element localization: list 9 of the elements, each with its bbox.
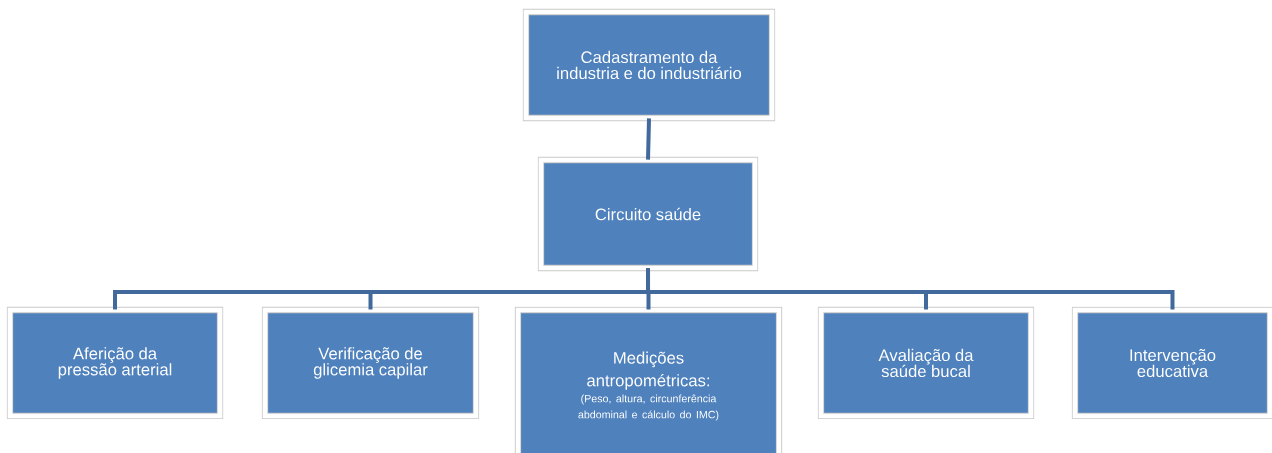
connector-line (646, 268, 1175, 310)
process-box: Aferição da pressão arterial (6, 306, 224, 420)
process-box: Circuito saúde (537, 156, 759, 272)
process-box: Intervenção educativa (1071, 306, 1272, 420)
process-box: Avaliação da saúde bucal (817, 306, 1035, 420)
process-box: Cadastramento da industria e do industriário (522, 8, 776, 122)
connector-line (646, 118, 651, 160)
process-box: Medições antropométricas: (Peso, altura, circunferência abdominal e cálculo do IMC) (514, 306, 783, 453)
process-box: Verificação de glicemia capilar (261, 306, 480, 420)
